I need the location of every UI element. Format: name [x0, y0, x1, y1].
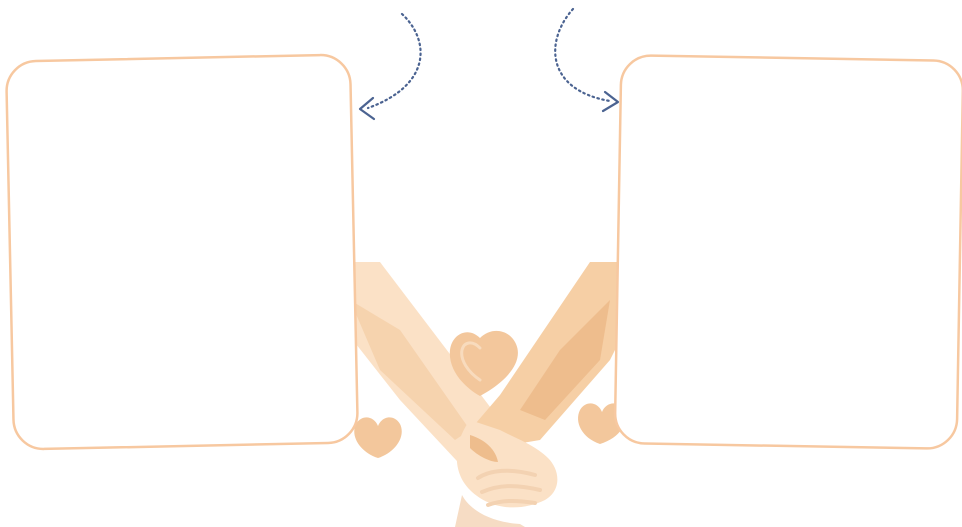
right-photo-placeholder[interactable]	[616, 56, 962, 448]
curved-dotted-arrow-right-icon	[555, 9, 618, 111]
heart-icon-left-small	[354, 417, 401, 458]
left-photo-placeholder[interactable]	[8, 56, 356, 448]
curved-dotted-arrow-left-icon	[360, 14, 421, 119]
